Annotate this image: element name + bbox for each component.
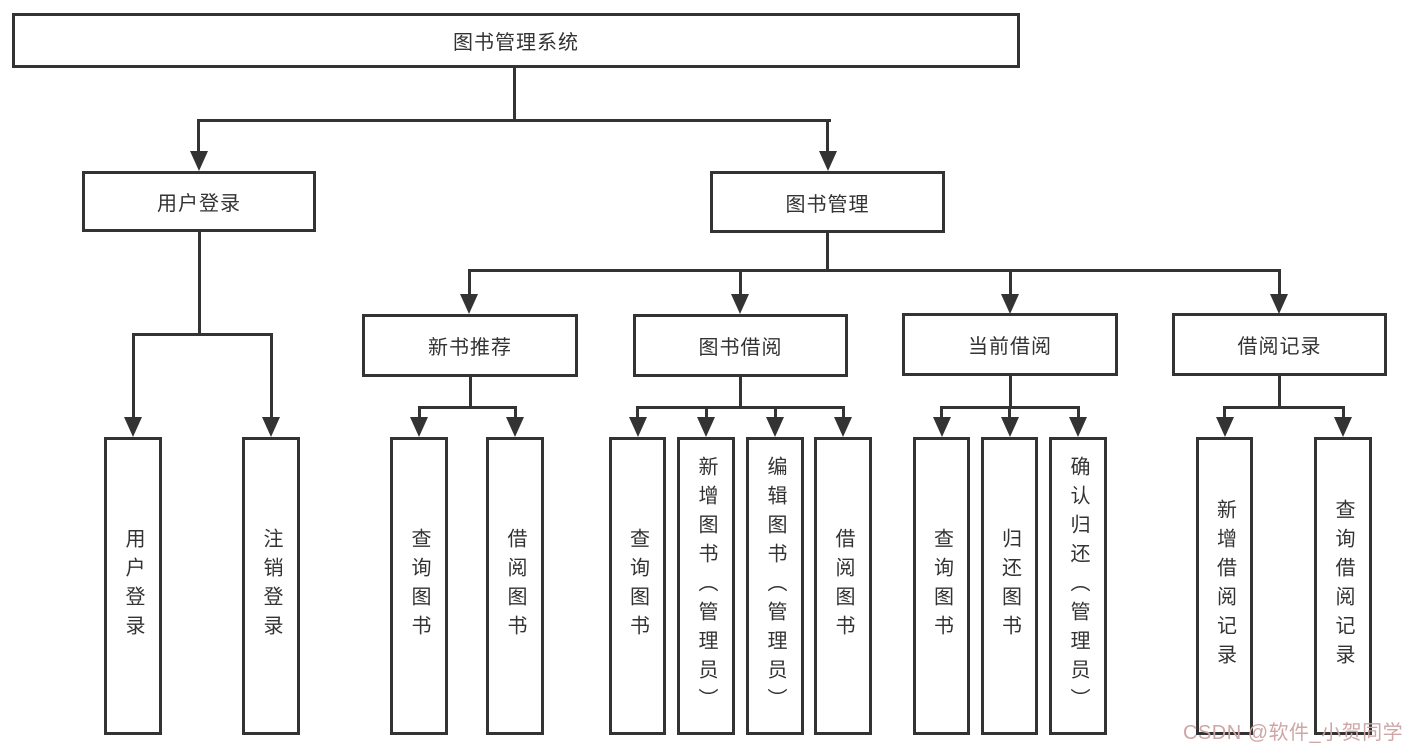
csdn-watermark: CSDN @软件_小贺同学 [1183, 722, 1404, 744]
node-borrow-records-label: 借阅记录 [1237, 336, 1322, 358]
leaf-re-query-record: 查询借阅记录 [1314, 437, 1372, 735]
node-book-borrow-label: 图书借阅 [698, 337, 783, 359]
leaf-cu-return-book: 归还图书 [981, 437, 1038, 735]
arrowhead-nb-borrow-book [506, 417, 524, 437]
arrowhead-cu-query-book [933, 417, 951, 437]
arrowhead-bw-add-book [697, 417, 715, 437]
connector-currentborrow-drop-1 [940, 406, 943, 419]
connector-newbooks-rail [418, 406, 516, 409]
leaf-nb-borrow-book-label: 借阅图书 [504, 528, 526, 644]
node-book-borrow: 图书借阅 [633, 314, 848, 377]
leaf-bw-edit-book-admin-label: 编辑图书（管理员） [764, 455, 786, 717]
node-book-management-label: 图书管理 [785, 193, 870, 216]
connector-userlogin-drop-2 [270, 333, 273, 417]
node-new-book-recommend: 新书推荐 [362, 314, 578, 377]
connector-bookmgmt-drop-2 [739, 269, 742, 296]
connector-bookmgmt-drop-3 [1009, 269, 1012, 296]
connector-root-drop-book-mgmt [826, 119, 829, 153]
connector-bookborrow-stem [739, 377, 742, 408]
connector-userlogin-drop-1 [132, 333, 135, 417]
connector-records-drop-2 [1342, 406, 1345, 419]
node-borrow-records: 借阅记录 [1172, 313, 1387, 376]
connector-bookborrow-drop-1 [636, 406, 639, 419]
arrowhead-bw-borrow-book [834, 417, 852, 437]
leaf-cu-confirm-return-admin-label: 确认归还（管理员） [1067, 455, 1089, 717]
connector-root-rail [197, 119, 831, 122]
arrowhead-re-query-record [1334, 417, 1352, 437]
connector-records-rail [1223, 406, 1344, 409]
node-book-management: 图书管理 [710, 171, 945, 233]
connector-bookborrow-drop-2 [705, 406, 708, 419]
arrowhead-book-mgmt [819, 151, 837, 171]
leaf-re-add-record: 新增借阅记录 [1196, 437, 1253, 735]
arrowhead-borrow-records [1270, 294, 1288, 314]
arrowhead-leaf-logout [262, 417, 280, 437]
connector-newbooks-stem [469, 377, 472, 408]
leaf-cu-confirm-return-admin: 确认归还（管理员） [1049, 437, 1107, 735]
leaf-logout-label: 注销登录 [260, 528, 282, 644]
leaf-nb-borrow-book: 借阅图书 [486, 437, 544, 735]
leaf-nb-query-book-label: 查询图书 [408, 528, 430, 644]
arrowhead-user-login [190, 151, 208, 171]
arrowhead-bw-edit-book [766, 417, 784, 437]
connector-bookborrow-rail [636, 406, 844, 409]
connector-bookmgmt-drop-4 [1278, 269, 1281, 296]
arrowhead-bw-query-book [629, 417, 647, 437]
leaf-user-login: 用户登录 [104, 437, 162, 735]
connector-root-drop-user-login [197, 119, 200, 153]
arrowhead-cu-confirm-return [1069, 417, 1087, 437]
leaf-bw-query-book: 查询图书 [609, 437, 666, 735]
connector-userlogin-stem [198, 232, 201, 335]
connector-bookmgmt-rail [468, 269, 1280, 272]
leaf-cu-query-book-label: 查询图书 [930, 528, 953, 644]
leaf-bw-edit-book-admin: 编辑图书（管理员） [746, 437, 804, 735]
leaf-bw-query-book-label: 查询图书 [626, 528, 649, 644]
leaf-bw-add-book-admin: 新增图书（管理员） [677, 437, 735, 735]
connector-records-stem [1278, 376, 1281, 408]
leaf-re-add-record-label: 新增借阅记录 [1213, 499, 1236, 673]
leaf-re-query-record-label: 查询借阅记录 [1332, 499, 1354, 673]
leaf-user-login-label: 用户登录 [122, 528, 144, 644]
connector-root-stem [513, 68, 516, 121]
node-root-system: 图书管理系统 [12, 13, 1020, 68]
leaf-nb-query-book: 查询图书 [390, 437, 448, 735]
arrowhead-re-add-record [1216, 417, 1234, 437]
node-user-login: 用户登录 [82, 171, 316, 232]
arrowhead-nb-query-book [410, 417, 428, 437]
connector-userlogin-rail [132, 333, 273, 336]
connector-bookmgmt-stem [826, 233, 829, 271]
leaf-cu-query-book: 查询图书 [913, 437, 970, 735]
node-current-borrow-label: 当前借阅 [968, 336, 1052, 358]
leaf-bw-borrow-book: 借阅图书 [814, 437, 872, 735]
connector-currentborrow-drop-2 [1008, 406, 1011, 419]
node-current-borrow: 当前借阅 [902, 313, 1118, 376]
arrowhead-current-borrow [1001, 294, 1019, 314]
leaf-bw-add-book-admin-label: 新增图书（管理员） [695, 455, 717, 717]
connector-currentborrow-stem [1009, 376, 1012, 408]
arrowhead-cu-return-book [1001, 417, 1019, 437]
connector-records-drop-1 [1223, 406, 1226, 419]
node-root-label: 图书管理系统 [453, 32, 579, 54]
leaf-bw-borrow-book-label: 借阅图书 [832, 528, 854, 644]
connector-newbooks-drop-2 [514, 406, 517, 419]
node-user-login-label: 用户登录 [157, 193, 241, 215]
arrowhead-leaf-user-login [124, 417, 142, 437]
arrowhead-new-book-recommend [460, 294, 478, 314]
connector-bookborrow-drop-3 [774, 406, 777, 419]
leaf-cu-return-book-label: 归还图书 [998, 528, 1021, 644]
connector-newbooks-drop-1 [418, 406, 421, 419]
connector-currentborrow-drop-3 [1077, 406, 1080, 419]
connector-bookborrow-drop-4 [842, 406, 845, 419]
node-new-book-recommend-label: 新书推荐 [428, 337, 512, 359]
leaf-logout: 注销登录 [242, 437, 300, 735]
arrowhead-book-borrow [731, 294, 749, 314]
connector-bookmgmt-drop-1 [468, 269, 471, 296]
